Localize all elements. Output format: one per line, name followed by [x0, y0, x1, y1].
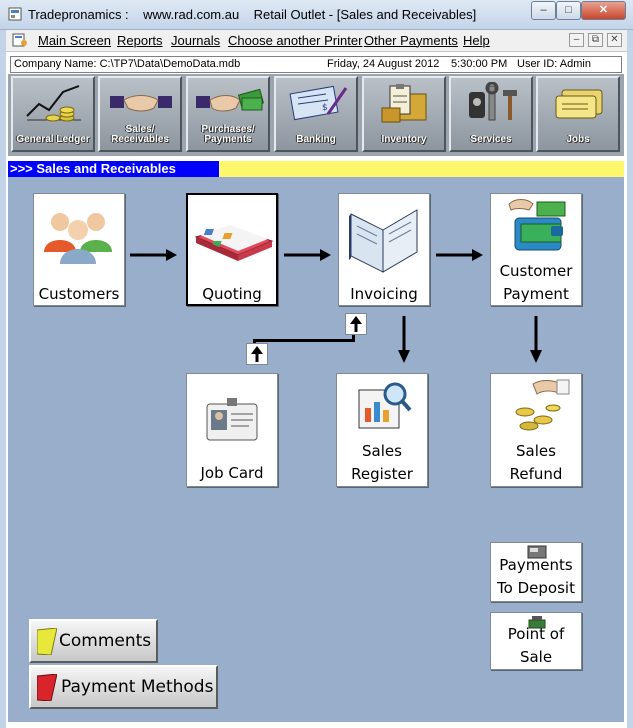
- menu-bar: Main Screen Reports Journals Choose anot…: [6, 30, 627, 52]
- sales-refund-label-1: Sales: [516, 442, 556, 460]
- minimize-button[interactable]: –: [531, 1, 556, 20]
- up-arrow-invoicing: [345, 313, 367, 335]
- status-bar: Company Name: C:\TP7\Data\DemoData.mdb F…: [10, 56, 622, 73]
- document-icon: [12, 33, 27, 47]
- sales-refund-tile[interactable]: Sales Refund: [490, 373, 582, 487]
- sales-register-label-1: Sales: [362, 442, 402, 460]
- point-of-sale-label-2: Sale: [519, 648, 553, 666]
- sales-register-tile[interactable]: Sales Register: [336, 373, 428, 487]
- point-of-sale-label-1: Point of: [507, 625, 565, 643]
- arrow-payment-to-refund: [530, 316, 542, 363]
- invoicing-tile[interactable]: Invoicing: [338, 193, 430, 306]
- window-frame-right: [627, 30, 633, 728]
- cash-register-icon: [528, 616, 546, 629]
- nav-label-jobs: Jobs: [566, 134, 590, 145]
- svg-text:$: $: [322, 103, 328, 113]
- payments-to-deposit-tile[interactable]: Payments To Deposit: [490, 542, 582, 602]
- connector-horizontal: [253, 339, 355, 342]
- money-handshake-icon: [196, 88, 264, 112]
- handshake-icon: [110, 95, 172, 112]
- customers-icon: [44, 213, 112, 264]
- yellow-marker-icon: [37, 628, 57, 655]
- section-header: >>> Sales and Receivables: [8, 161, 624, 177]
- customer-payment-label-2: Payment: [503, 285, 569, 303]
- clipboard-boxes-icon: [381, 84, 427, 123]
- wallet-money-icon: [508, 199, 566, 251]
- up-arrow-icon: [350, 316, 362, 332]
- deposit-slip-icon: [527, 545, 547, 559]
- up-arrow-jobcard: [246, 343, 268, 365]
- mdi-restore-button[interactable]: ⧉: [588, 33, 603, 47]
- company-name: Company Name: C:\TP7\Data\DemoData.mdb: [14, 58, 241, 70]
- nav-label-sales: Sales/ Receivables: [111, 124, 169, 145]
- invoicing-label: Invoicing: [350, 285, 418, 303]
- nav-services[interactable]: Services: [449, 76, 533, 152]
- maximize-button[interactable]: □: [556, 1, 581, 20]
- arrow-customers-to-quoting: [130, 249, 177, 261]
- sales-refund-label-2: Refund: [509, 465, 563, 483]
- module-toolbar: General Ledger Sales/ Receivables Purcha…: [8, 74, 624, 156]
- current-date: Friday, 24 August 2012: [327, 58, 440, 70]
- job-card-tile[interactable]: Job Card: [186, 373, 278, 487]
- comments-button[interactable]: Comments: [29, 619, 158, 663]
- mdi-minimize-button[interactable]: –: [569, 33, 584, 47]
- app-icon: [8, 7, 22, 21]
- sales-register-icon: [358, 382, 412, 429]
- menu-main-screen[interactable]: Main Screen: [38, 33, 111, 48]
- close-button[interactable]: ✕: [581, 1, 626, 20]
- nav-purchases-payments[interactable]: Purchases/ Payments: [186, 76, 270, 152]
- comments-label: Comments: [59, 631, 152, 651]
- nav-general-ledger[interactable]: General Ledger: [11, 76, 95, 152]
- current-time: 5:30:00 PM: [451, 58, 508, 70]
- payments-to-deposit-label-1: Payments: [499, 556, 573, 574]
- menu-choose-printer[interactable]: Choose another Printer: [228, 33, 363, 48]
- nav-label-inventory: Inventory: [381, 134, 427, 145]
- nav-banking[interactable]: $ Banking: [274, 76, 358, 152]
- payment-methods-button[interactable]: Payment Methods: [29, 665, 218, 709]
- folders-icon: [555, 89, 603, 119]
- ledger-chart-icon: [26, 85, 81, 122]
- tools-icon: [469, 82, 517, 121]
- nav-inventory[interactable]: Inventory: [362, 76, 446, 152]
- customers-label: Customers: [38, 285, 120, 303]
- section-title: >>> Sales and Receivables: [8, 161, 219, 177]
- mdi-close-button[interactable]: ✕: [607, 33, 622, 47]
- nav-label-services: Services: [470, 134, 512, 145]
- customer-payment-tile[interactable]: Customer Payment: [490, 193, 582, 306]
- customers-tile[interactable]: Customers: [33, 193, 125, 306]
- arrow-quoting-to-invoicing: [284, 249, 331, 261]
- cheque-book-icon: $: [289, 85, 348, 121]
- job-card-label: Job Card: [200, 464, 264, 482]
- nav-label-general-ledger: General Ledger: [16, 134, 90, 145]
- quoting-tile[interactable]: Quoting: [186, 193, 278, 306]
- menu-help[interactable]: Help: [463, 33, 490, 48]
- id-card-icon: [206, 398, 258, 441]
- nav-sales-receivables[interactable]: Sales/ Receivables: [98, 76, 182, 152]
- menu-reports[interactable]: Reports: [117, 33, 163, 48]
- connector-invoicing-vertical: [352, 332, 355, 342]
- window-frame-left: [0, 30, 6, 728]
- title-bar: Tradepronamics : www.rad.com.au Retail O…: [0, 0, 633, 30]
- invoicing-book-icon: [349, 209, 418, 273]
- point-of-sale-tile[interactable]: Point of Sale: [490, 612, 582, 670]
- payments-to-deposit-label-2: To Deposit: [497, 579, 575, 597]
- nav-label-banking: Banking: [296, 134, 336, 145]
- window-title: Tradepronamics : www.rad.com.au Retail O…: [28, 7, 477, 22]
- sales-register-label-2: Register: [351, 465, 413, 483]
- menu-other-payments[interactable]: Other Payments: [364, 33, 458, 48]
- customer-payment-label-1: Customer: [499, 262, 573, 280]
- menu-journals[interactable]: Journals: [171, 33, 221, 48]
- nav-jobs[interactable]: Jobs: [536, 76, 620, 152]
- payment-methods-label: Payment Methods: [61, 677, 214, 697]
- nav-label-purchases: Purchases/ Payments: [201, 124, 255, 145]
- arrow-invoicing-to-payment: [436, 249, 483, 261]
- coins-hand-icon: [515, 379, 570, 431]
- quoting-book-icon: [194, 225, 274, 261]
- up-arrow-icon: [251, 346, 263, 362]
- user-id: User ID: Admin: [517, 58, 591, 70]
- arrow-invoicing-to-register: [398, 316, 410, 363]
- quoting-label: Quoting: [202, 285, 262, 303]
- red-marker-icon: [37, 674, 57, 701]
